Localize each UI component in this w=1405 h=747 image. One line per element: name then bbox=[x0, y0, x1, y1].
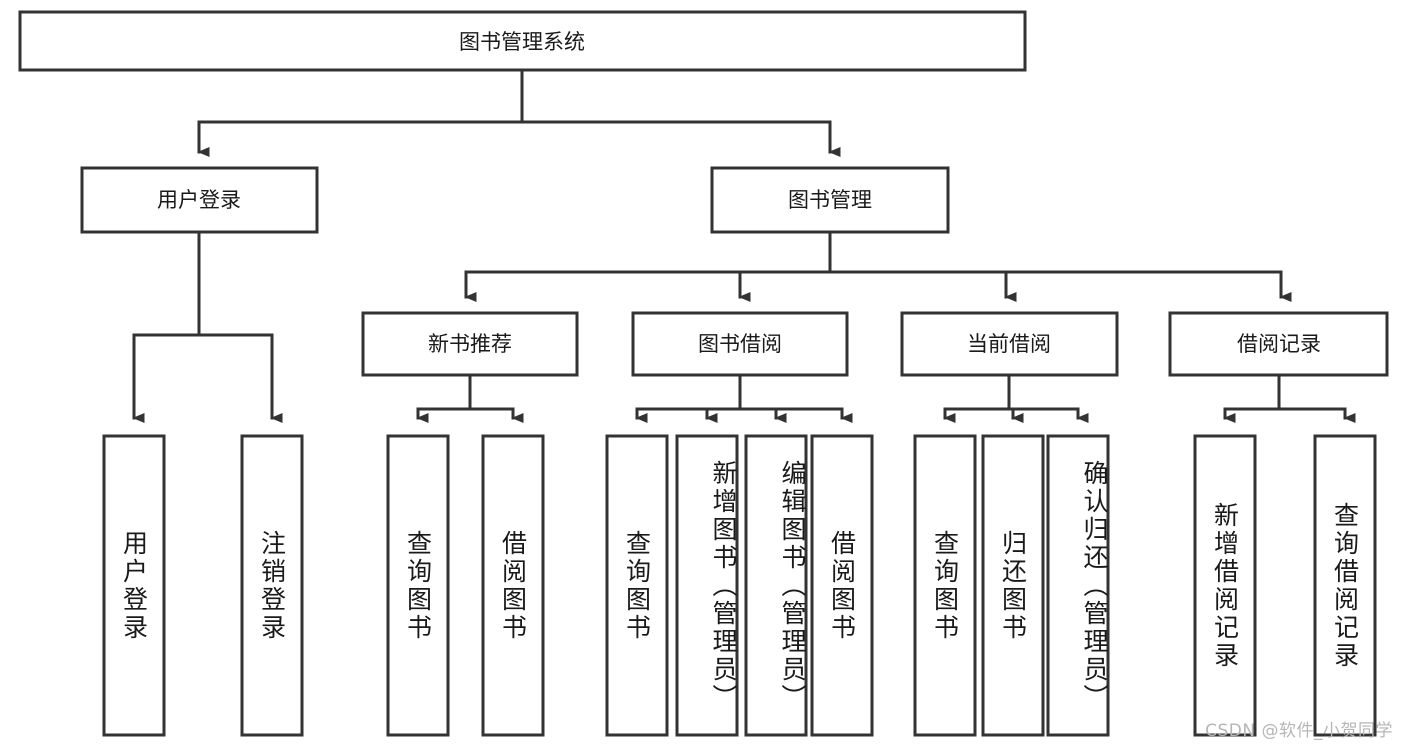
node-root-system[interactable]: 图书管理系统 bbox=[18, 10, 1027, 72]
node-current-borrow-box[interactable] bbox=[900, 311, 1119, 377]
node-current-borrow-label: 当前借阅 bbox=[967, 332, 1051, 356]
node-leaf-6-box[interactable] bbox=[675, 434, 739, 737]
node-current-borrow[interactable]: 当前借阅 bbox=[900, 311, 1119, 377]
node-leaf-13-box[interactable] bbox=[1313, 434, 1377, 737]
node-root-system-label: 图书管理系统 bbox=[459, 30, 585, 54]
node-leaf-11-box[interactable] bbox=[1046, 434, 1110, 737]
node-user-login-box[interactable] bbox=[80, 166, 319, 234]
node-book-management-label: 图书管理 bbox=[788, 188, 872, 212]
node-book-borrow-label: 图书借阅 bbox=[698, 332, 782, 356]
node-leaf-4-box[interactable] bbox=[481, 434, 545, 737]
connector-lines bbox=[132, 68, 1356, 423]
node-leaf-9-box[interactable] bbox=[913, 434, 977, 737]
node-user-login-label: 用户登录 bbox=[157, 188, 241, 212]
node-leaf-7-box[interactable] bbox=[744, 434, 808, 737]
node-book-management-box[interactable] bbox=[710, 166, 950, 234]
node-leaf-3-box[interactable] bbox=[386, 434, 450, 737]
node-borrow-records-box[interactable] bbox=[1168, 311, 1389, 377]
node-borrow-records-label: 借阅记录 bbox=[1237, 332, 1321, 356]
leaf-node-boxes bbox=[102, 434, 1377, 737]
node-new-book-recommend[interactable]: 新书推荐 bbox=[361, 311, 579, 377]
node-new-book-recommend-box[interactable] bbox=[361, 311, 579, 377]
node-leaf-2-box[interactable] bbox=[240, 434, 304, 737]
node-book-borrow[interactable]: 图书借阅 bbox=[631, 311, 849, 377]
node-borrow-records[interactable]: 借阅记录 bbox=[1168, 311, 1389, 377]
node-leaf-12-box[interactable] bbox=[1193, 434, 1257, 737]
node-new-book-recommend-label: 新书推荐 bbox=[428, 332, 512, 356]
node-leaf-8-box[interactable] bbox=[810, 434, 874, 737]
node-book-management[interactable]: 图书管理 bbox=[710, 166, 950, 234]
node-book-borrow-box[interactable] bbox=[631, 311, 849, 377]
node-leaf-5-box[interactable] bbox=[605, 434, 669, 737]
node-root-system-box[interactable] bbox=[18, 10, 1027, 72]
watermark-text: CSDN @软件_小贺同学 bbox=[1205, 721, 1393, 741]
node-leaf-10-box[interactable] bbox=[981, 434, 1045, 737]
node-leaf-1-box[interactable] bbox=[102, 434, 166, 737]
node-user-login[interactable]: 用户登录 bbox=[80, 166, 319, 234]
